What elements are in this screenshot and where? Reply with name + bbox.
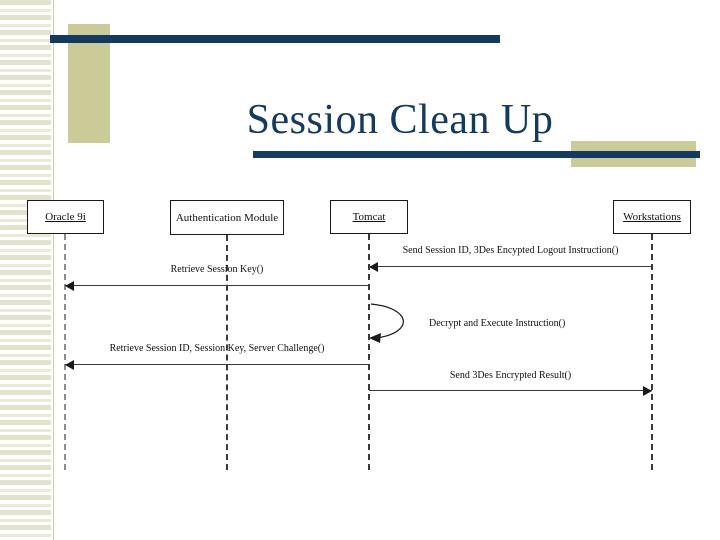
- actor-box-tomcat[interactable]: Tomcat: [330, 200, 408, 234]
- message-label-m5: Send 3Des Encrypted Result(): [449, 370, 572, 381]
- decorative-navy-bar-top: [50, 35, 500, 43]
- decorative-stripe-band: [0, 0, 51, 540]
- lifeline-oracle: [64, 234, 66, 470]
- message-line-m5: [369, 390, 652, 391]
- arrow-head-m5: [643, 386, 652, 396]
- lifeline-worksta: [651, 234, 653, 470]
- message-line-m1: [369, 266, 652, 267]
- actor-box-worksta[interactable]: Workstations: [613, 200, 691, 234]
- arrow-head-m1: [369, 262, 378, 272]
- lifeline-authmod: [226, 235, 228, 470]
- decorative-navy-bar-bottom: [253, 151, 700, 158]
- message-label-m3: Decrypt and Execute Instruction(): [429, 318, 566, 329]
- self-message-arrow-m3: [369, 303, 404, 343]
- message-label-m1: Send Session ID, 3Des Encypted Logout In…: [402, 245, 619, 256]
- actor-label: Workstations: [623, 211, 681, 223]
- message-label-m2: Retrieve Session Key(): [170, 264, 264, 275]
- message-line-m2: [65, 285, 369, 286]
- message-label-m4: Retrieve Session ID, Session Key, Server…: [109, 343, 325, 354]
- lifeline-tomcat: [368, 234, 370, 470]
- message-line-m4: [65, 364, 369, 365]
- actor-label: Authentication Module: [175, 211, 279, 224]
- decorative-khaki-block-left: [68, 24, 110, 143]
- arrow-head-m2: [65, 281, 74, 291]
- actor-box-oracle[interactable]: Oracle 9i: [27, 200, 104, 234]
- actor-label: Tomcat: [352, 211, 386, 223]
- decorative-stripe-edge-line: [53, 0, 54, 540]
- slide-title: Session Clean Up: [246, 97, 554, 144]
- actor-box-authmod[interactable]: Authentication Module: [170, 200, 284, 235]
- arrow-head-m4: [65, 360, 74, 370]
- actor-label: Oracle 9i: [45, 211, 86, 223]
